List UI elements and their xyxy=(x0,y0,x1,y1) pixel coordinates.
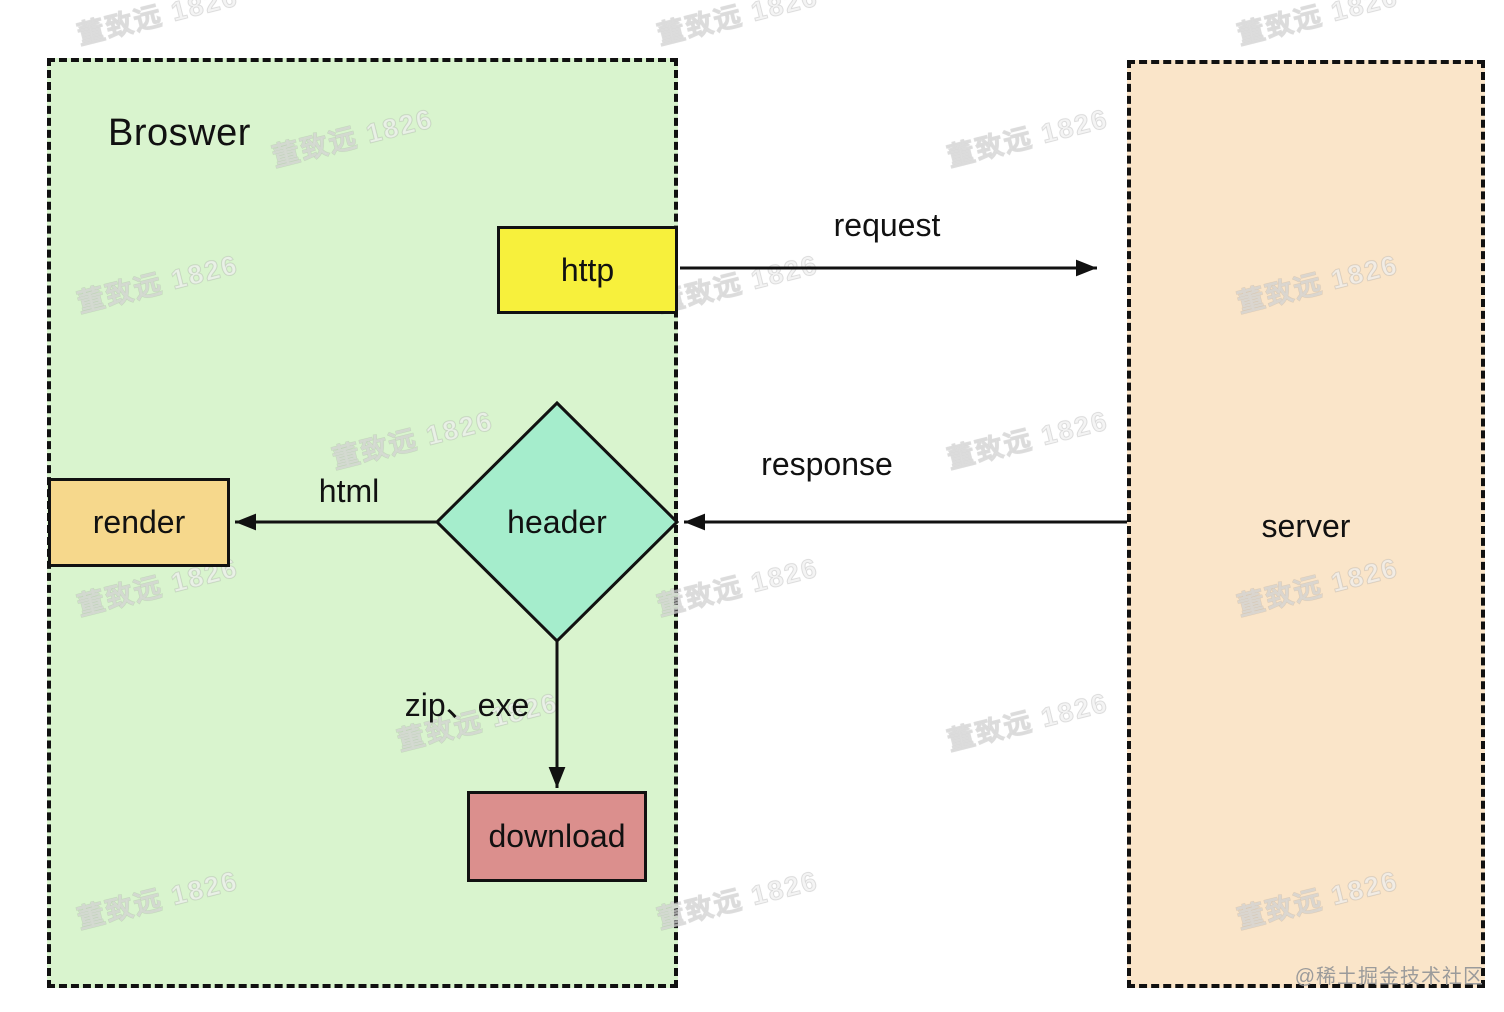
watermark-text: 董致远 1826 xyxy=(944,687,1112,757)
render-node-label: render xyxy=(92,504,186,540)
zip-exe-edge-label: zip、exe xyxy=(404,687,530,723)
watermark-text: 董致远 1826 xyxy=(1234,0,1402,51)
watermark-text: 董致远 1826 xyxy=(74,0,242,51)
server-container: server xyxy=(1127,60,1485,988)
download-node: download xyxy=(467,791,647,882)
watermark-text: 董致远 1826 xyxy=(654,865,822,935)
header-node-label: header xyxy=(507,503,607,540)
download-node-label: download xyxy=(488,818,626,854)
watermark-text: 董致远 1826 xyxy=(944,405,1112,475)
server-label: server xyxy=(1261,508,1351,544)
html-edge-label: html xyxy=(318,472,380,509)
watermark-text: 董致远 1826 xyxy=(654,552,822,622)
watermark-text: 董致远 1826 xyxy=(654,249,822,319)
browser-label: Broswer xyxy=(108,112,251,154)
response-edge-label: response xyxy=(761,445,893,482)
http-node-label: http xyxy=(560,251,615,288)
community-credit-text: @稀土掘金技术社区 xyxy=(1294,966,1484,988)
request-edge-label: request xyxy=(833,206,941,243)
render-node: render xyxy=(48,478,230,567)
watermark-text: 董致远 1826 xyxy=(654,0,822,51)
http-node: http xyxy=(497,226,678,314)
watermark-text: 董致远 1826 xyxy=(944,103,1112,173)
